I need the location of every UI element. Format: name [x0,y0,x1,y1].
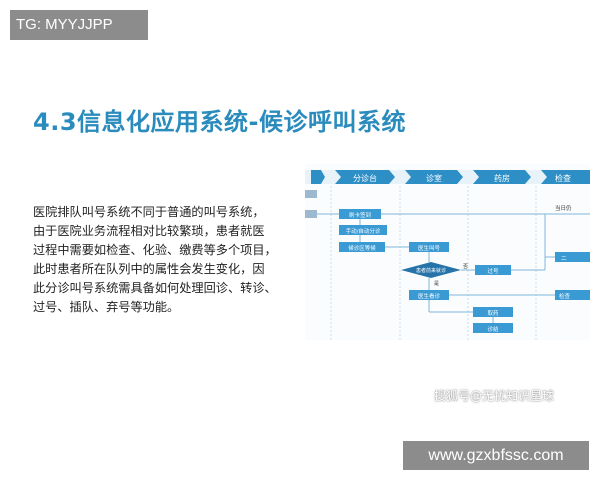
box-get-medicine [473,307,513,317]
box-auto-triage [339,225,387,235]
svg-text:过号: 过号 [487,267,499,275]
lane-header-start [311,170,325,184]
lane-header-exam [541,170,590,184]
lane-label: 检查 [555,173,571,183]
svg-text:患者前来就诊: 患者前来就诊 [416,267,446,274]
watermark-sohu: 搜狐号@无忧知识星球 [434,389,555,403]
svg-text:取药: 取药 [487,309,499,317]
lane-header-clinic [405,170,463,184]
paragraph-line: 此分诊叫号系统需具备如何处理回诊、转诊、 [33,281,277,295]
box-card-checkin [339,209,381,219]
svg-text:刷卡签到: 刷卡签到 [349,211,371,219]
svg-text:候诊区等候: 候诊区等候 [348,244,376,252]
lane-label: 药房 [494,173,510,183]
svg-text:医生看诊: 医生看诊 [418,292,441,300]
svg-text:二: 二 [561,256,567,262]
page-title: 4.3信息化应用系统-候诊呼叫系统 [33,108,406,136]
box-missed-number [475,265,511,275]
svg-text:手动/自动分诊: 手动/自动分诊 [346,227,381,235]
lane-label: 诊室 [426,173,442,183]
box-doctor-consult [409,290,449,300]
paragraph-line: 过程中需要如检查、化验、缴费等多个项目， [33,243,277,257]
label-no: 否 [463,264,468,270]
paragraph-line: 此时患者所在队列中的属性会发生变化，因 [33,262,265,276]
flowchart-diagram: 分诊台 诊室 药房 检查 刷卡签到 手动/自动分诊 候诊区等候 医生叫号 患者前… [305,164,590,340]
svg-text:当日仍: 当日仍 [555,204,572,212]
box-waiting-area [339,242,385,252]
description-paragraph: 医院排队叫号系统不同于普通的叫号系统， 由于医院业务流程相对比较繁琐，患者就医 … [33,203,298,317]
box-doctor-call [409,242,449,252]
lane-label: 分诊台 [353,173,377,183]
svg-text:检查: 检查 [559,292,571,300]
lane-header-pharmacy [473,170,531,184]
watermark-top: TG: MYYJJPP [10,10,148,40]
paragraph-line: 由于医院业务流程相对比较繁琐，患者就医 [33,224,265,238]
svg-text:诊结: 诊结 [487,325,499,333]
decision-patient-arrives [401,262,461,278]
lane-header-triage [335,170,395,184]
label-yes: 是 [434,281,439,287]
paragraph-line: 医院排队叫号系统不同于普通的叫号系统， [33,205,265,219]
watermark-url: www.gzxbfssc.com [403,441,589,470]
paragraph-line: 过号、插队、弃号等功能。 [33,300,180,314]
box-visit-end [473,323,513,333]
svg-text:医生叫号: 医生叫号 [418,244,441,252]
